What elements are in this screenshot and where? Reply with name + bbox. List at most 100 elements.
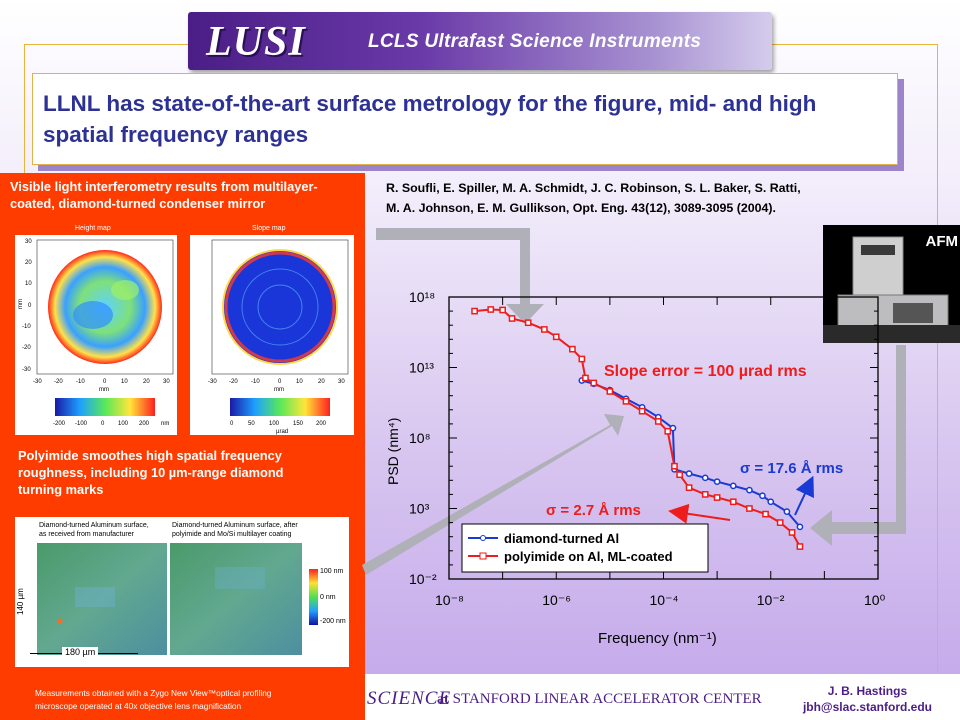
x-tick-label: 10⁻⁸	[435, 592, 464, 608]
svg-text:mm: mm	[18, 299, 24, 309]
svg-text:-10: -10	[22, 324, 31, 330]
y-tick-label: 10³	[409, 501, 430, 517]
heading2-line2: roughness, including 10 µm-range diamond	[18, 465, 284, 480]
svg-text:0: 0	[230, 421, 234, 427]
svg-text:20: 20	[25, 260, 32, 266]
data-point	[685, 484, 693, 492]
svg-text:µrad: µrad	[276, 429, 288, 435]
data-point	[729, 482, 737, 490]
data-point	[746, 486, 753, 494]
banner-subtitle: LCLS Ultrafast Science Instruments	[368, 31, 702, 52]
lusi-banner: LUSI LCLS Ultrafast Science Instruments	[188, 12, 772, 70]
svg-text:10: 10	[25, 281, 32, 287]
svg-text:200: 200	[139, 421, 150, 427]
data-point	[552, 333, 560, 341]
arrow-sigma-blue	[794, 475, 814, 516]
lusi-logo: LUSI	[206, 19, 306, 65]
x-tick-label: 10⁰	[864, 592, 886, 608]
reference-line2: M. A. Johnson, E. M. Gullikson, Opt. Eng…	[386, 201, 776, 215]
svg-text:30: 30	[25, 239, 32, 245]
footnote-line1: Measurements obtained with a Zygo New Vi…	[35, 688, 272, 698]
data-point	[590, 379, 598, 387]
svg-text:-100: -100	[75, 421, 88, 427]
afm-photo: AFM	[823, 225, 960, 343]
svg-text:150: 150	[293, 421, 304, 427]
svg-text:50: 50	[248, 421, 255, 427]
svg-text:0: 0	[101, 421, 105, 427]
data-point	[582, 374, 589, 382]
legend-red-label: polyimide on Al, ML-coated	[504, 549, 673, 564]
svg-text:30: 30	[338, 379, 345, 385]
legend-box	[461, 523, 709, 573]
data-point	[701, 491, 709, 498]
svg-text:mm: mm	[99, 387, 109, 393]
data-point	[729, 498, 737, 506]
legend-blue-marker	[480, 535, 486, 541]
svg-text:nm: nm	[161, 421, 169, 427]
footnote: Measurements obtained with a Zygo New Vi…	[35, 687, 271, 713]
data-point	[676, 471, 683, 479]
data-point	[685, 470, 693, 477]
data-point	[654, 418, 662, 425]
slide-title: LLNL has state-of-the-art surface metrol…	[43, 91, 817, 147]
svg-text:100: 100	[269, 421, 280, 427]
data-point	[767, 498, 775, 506]
footer-science: SCIENCE	[367, 688, 452, 709]
footnote-line2: microscope operated at 40x objective len…	[35, 701, 242, 711]
svg-text:mm: mm	[274, 387, 284, 393]
data-point	[776, 519, 784, 526]
data-point	[622, 397, 630, 405]
arrow-reference-to-chart	[376, 228, 544, 324]
data-point	[638, 407, 646, 415]
data-point	[578, 355, 586, 363]
legend-red-marker	[479, 552, 487, 560]
heading-interferometry: Visible light interferometry results fro…	[10, 178, 318, 212]
colorbar-top: 100 nm	[320, 568, 344, 575]
x-tick-label: 10⁻⁶	[542, 592, 571, 608]
data-point	[471, 307, 478, 315]
author-block: J. B. Hastings jbh@slac.stanford.edu	[803, 683, 932, 715]
slope-map-title: Slope map	[252, 225, 286, 232]
x-axis-label: Frequency (nm⁻¹)	[598, 630, 717, 647]
footer-slac-name: STANFORD LINEAR ACCELERATOR CENTER	[452, 691, 762, 707]
surface-right-caption-1: Diamond-turned Aluminum surface, after	[172, 522, 298, 529]
data-point	[664, 427, 672, 435]
reference-line1: R. Soufli, E. Spiller, M. A. Schmidt, J.…	[386, 181, 801, 195]
y-tick-label: 10¹⁸	[409, 289, 435, 305]
data-point	[788, 529, 796, 536]
footer-at: at	[437, 692, 449, 707]
data-point	[569, 345, 576, 353]
surface-left-caption-1: Diamond-turned Aluminum surface,	[39, 522, 149, 529]
annotation-sigma-red: σ = 2.7 Å rms	[546, 502, 641, 519]
author-name: J. B. Hastings	[827, 684, 908, 698]
y-tick-label: 10¹³	[409, 360, 434, 376]
author-email: jbh@slac.stanford.edu	[802, 700, 932, 714]
surface-maps-image	[37, 543, 318, 655]
svg-text:-20: -20	[22, 345, 31, 351]
svg-text:0: 0	[103, 379, 107, 385]
data-point	[671, 462, 678, 470]
y-tick-label: 10⁸	[409, 430, 431, 446]
data-point	[746, 505, 753, 512]
heading2-line1: Polyimide smoothes high spatial frequenc…	[18, 448, 282, 463]
legend-blue-label: diamond-turned Al	[504, 531, 619, 546]
data-point	[713, 478, 721, 486]
svg-text:-30: -30	[22, 367, 31, 373]
svg-text:200: 200	[316, 421, 327, 427]
svg-text:-30: -30	[33, 379, 42, 385]
surface-right-caption-2: polyimide and Mo/Si multilayer coating	[172, 531, 292, 538]
svg-text:-30: -30	[208, 379, 217, 385]
heading1-line1: Visible light interferometry results fro…	[10, 179, 318, 194]
data-point	[499, 306, 506, 314]
svg-text:-10: -10	[251, 379, 260, 385]
dimension-horizontal: 180 µm	[62, 647, 99, 657]
svg-text:-20: -20	[229, 379, 238, 385]
svg-text:100: 100	[118, 421, 129, 427]
colorbar-bottom: -200 nm	[320, 618, 346, 625]
